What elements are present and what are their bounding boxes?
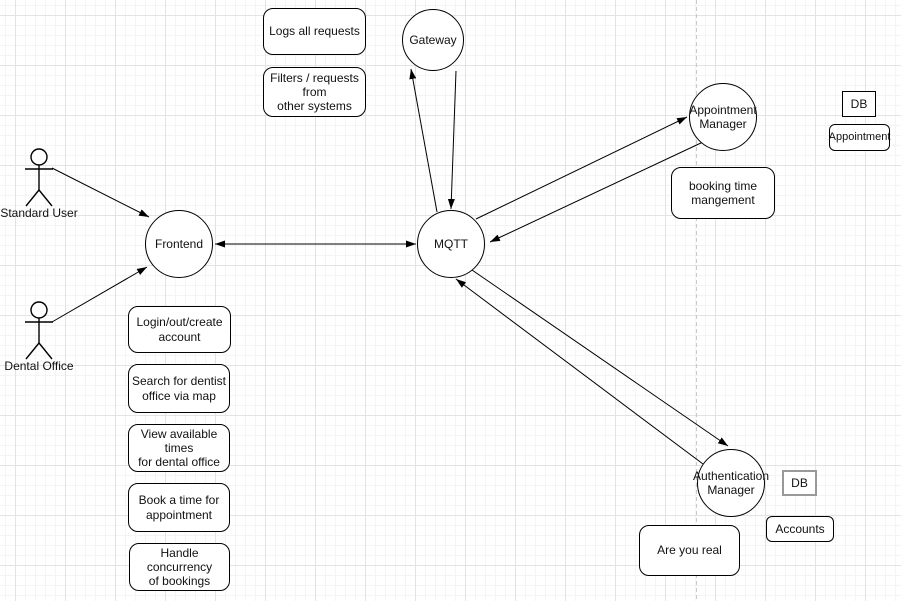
note-filters-requests-label: Filters / requests from other systems [270,70,359,114]
node-authentication-manager[interactable]: Authentication Manager [693,449,769,517]
actor-standard-user-figure[interactable] [25,148,53,207]
note-are-you-real-label: Are you real [657,543,722,558]
box-db-appointment-label: DB [850,96,868,111]
node-mqtt[interactable]: MQTT [417,210,485,278]
box-db-accounts[interactable]: DB [782,470,817,496]
note-view-available-times-label: View available times for dental office [138,426,220,470]
note-handle-concurrency[interactable]: Handle concurrency of bookings [129,543,230,591]
note-login-create-account-label: Login/out/create account [136,315,223,344]
node-gateway[interactable]: Gateway [402,9,464,71]
box-appointment[interactable]: Appointment [829,124,890,151]
note-filters-requests[interactable]: Filters / requests from other systems [263,67,366,117]
note-search-dentist-map-label: Search for dentist office via map [131,374,227,403]
note-view-available-times[interactable]: View available times for dental office [128,424,230,472]
note-book-time-appointment-label: Book a time for appointment [138,493,220,522]
box-appointment-label: Appointment [828,131,891,144]
node-frontend-label: Frontend [154,236,204,251]
node-mqtt-label: MQTT [434,236,468,251]
actor-standard-user-label: Standard User [0,206,78,220]
node-appointment-manager[interactable]: Appointment Manager [689,83,757,151]
note-search-dentist-map[interactable]: Search for dentist office via map [128,364,230,413]
edge-mqtt-gateway[interactable] [409,68,438,213]
note-are-you-real[interactable]: Are you real [639,525,740,576]
edge-standard-user-frontend[interactable] [51,167,150,218]
note-booking-time-management[interactable]: booking time mangement [671,167,775,219]
note-logs-all-requests-label: Logs all requests [269,24,360,39]
note-logs-all-requests[interactable]: Logs all requests [263,8,366,55]
actor-dental-office-label: Dental Office [4,359,74,373]
edge-authentication-manager-mqtt[interactable] [455,278,704,465]
edge-mqtt-authentication-manager[interactable] [471,269,729,447]
box-db-accounts-label: DB [791,475,808,490]
node-gateway-label: Gateway [409,32,457,47]
box-accounts[interactable]: Accounts [766,516,834,542]
node-appointment-manager-label: Appointment Manager [689,102,757,131]
note-handle-concurrency-label: Handle concurrency of bookings [146,545,213,589]
box-accounts-label: Accounts [775,521,825,536]
edge-mqtt-appointment-manager[interactable] [475,116,688,220]
node-authentication-manager-label: Authentication Manager [692,468,770,497]
box-db-appointment[interactable]: DB [842,91,876,117]
edge-appointment-manager-mqtt[interactable] [489,141,704,243]
note-book-time-appointment[interactable]: Book a time for appointment [128,483,230,532]
note-login-create-account[interactable]: Login/out/create account [128,306,231,353]
edge-gateway-mqtt[interactable] [447,70,457,210]
node-frontend[interactable]: Frontend [145,210,213,278]
actor-dental-office-figure[interactable] [25,301,53,360]
note-booking-time-management-label: booking time mangement [688,178,758,207]
edge-dental-office-frontend[interactable] [51,266,148,323]
